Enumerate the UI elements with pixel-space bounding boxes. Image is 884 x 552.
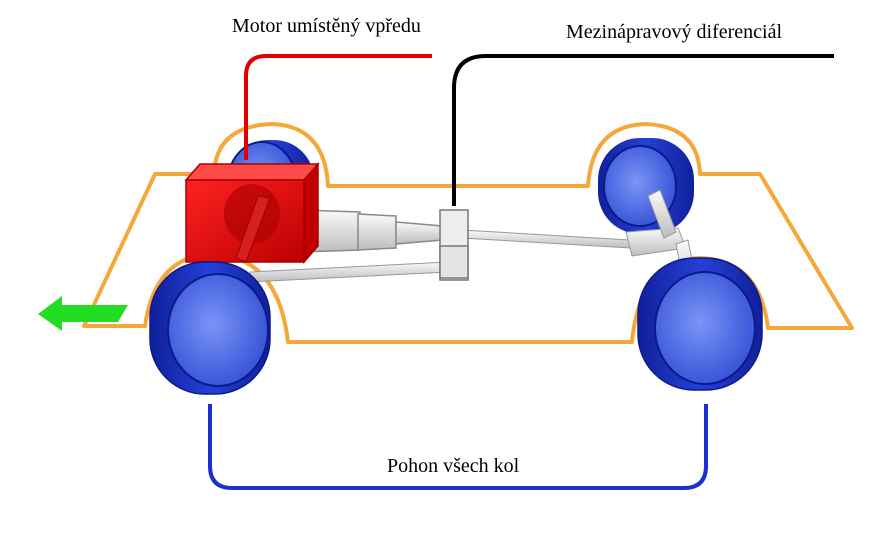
awd-bracket-line: [208, 404, 708, 490]
engine-label: Motor umístěný vpředu: [232, 15, 421, 37]
center-differential: [439, 209, 469, 281]
wheel-rear-left: [598, 138, 694, 234]
front-engine: [184, 162, 320, 264]
wheel-front-right: [149, 261, 271, 395]
left-arrow-icon: [38, 296, 128, 331]
center-diff-leader-line: [452, 54, 834, 206]
engine-leader-line: [244, 54, 432, 160]
awd-label: Pohon všech kol: [387, 455, 520, 477]
chassis-outline: [82, 122, 854, 344]
wheel-rear-right: [637, 257, 763, 391]
center-diff-label: Mezinápravový diferenciál: [566, 21, 782, 43]
